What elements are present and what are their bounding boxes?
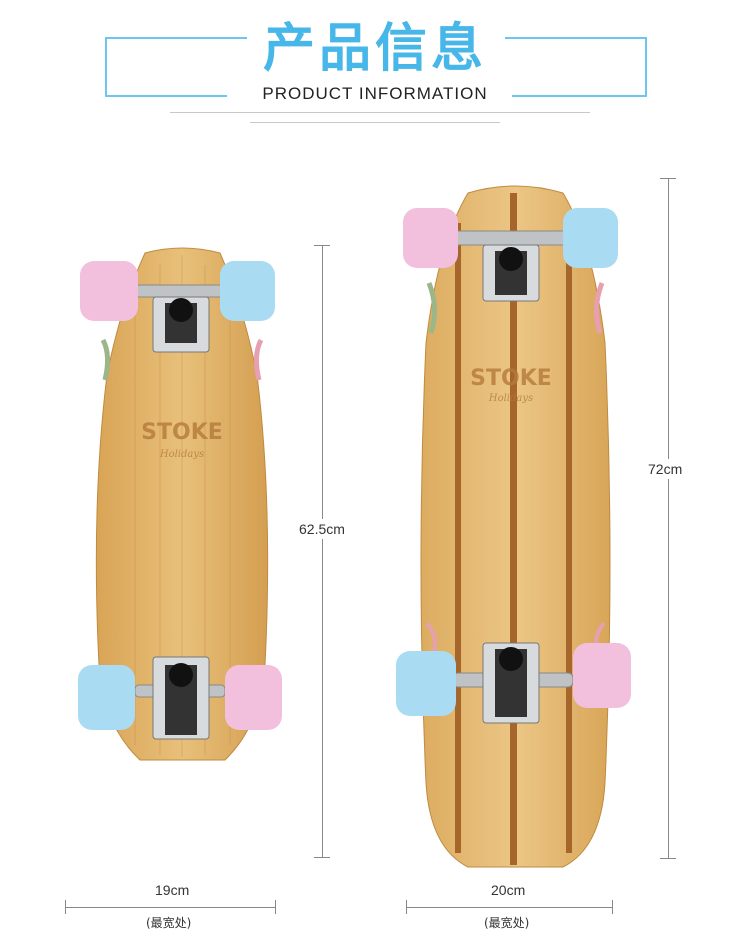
width-dimension-tick (406, 900, 407, 914)
length-label-large: 72cm (648, 459, 683, 479)
length-dimension-tick (660, 858, 676, 859)
page-subtitle: PRODUCT INFORMATION (262, 84, 488, 103)
deck-brand-logo: STOKE (141, 420, 223, 445)
width-note-large: (最宽处) (484, 916, 530, 930)
length-dimension-line (668, 178, 669, 858)
fine-print-line-2 (250, 122, 500, 123)
width-dimension-line (406, 907, 612, 908)
deck-brand-logo: STOKE (470, 366, 552, 391)
length-dimension-tick (314, 857, 330, 858)
width-dimension-tick (612, 900, 613, 914)
fine-print-line (170, 112, 590, 113)
length-dimension-tick (660, 178, 676, 179)
title-underline-right (512, 95, 647, 97)
width-dimension-tick (275, 900, 276, 914)
page-header: 产品信息 PRODUCT INFORMATION (0, 0, 750, 130)
page-title: 产品信息 (262, 19, 487, 79)
width-label-large: 20cm (491, 882, 526, 898)
width-dimension-tick (65, 900, 66, 914)
title-underline-left (105, 95, 227, 97)
deck-sub-logo: Holidays (488, 393, 533, 404)
width-label-small: 19cm (155, 882, 190, 898)
length-dimension-line (322, 245, 323, 857)
width-dimension-line (65, 907, 275, 908)
length-dimension-tick (314, 245, 330, 246)
skateboard-large-image: STOKE Holidays (396, 185, 631, 868)
title-frame-left (105, 37, 247, 97)
length-label-small: 62.5cm (299, 519, 345, 539)
width-note-small: (最宽处) (146, 916, 192, 930)
skateboard-small-image: STOKE Holidays (78, 247, 282, 761)
title-frame-right (505, 37, 647, 97)
deck-sub-logo: Holidays (159, 449, 204, 460)
